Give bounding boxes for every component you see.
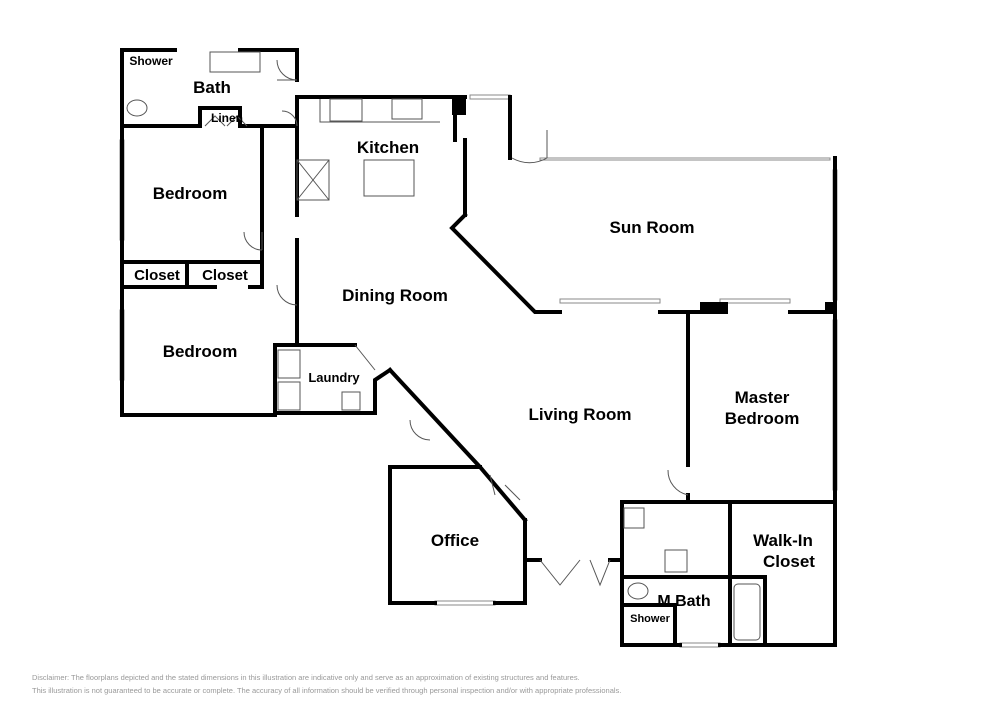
label-bedroom-2: Bedroom [163,342,238,361]
label-walkin-1: Walk-In [753,531,813,550]
label-m-shower: Shower [630,613,670,625]
label-linen: Linen [211,111,243,125]
label-shower: Shower [129,54,173,68]
label-laundry: Laundry [308,370,360,385]
room-labels: Shower Bath Linen Kitchen Bedroom Closet… [129,54,815,625]
label-office: Office [431,531,479,550]
label-dining-room: Dining Room [342,286,448,305]
label-sun-room: Sun Room [610,218,695,237]
label-walkin-2: Closet [763,552,815,571]
label-living-room: Living Room [529,405,632,424]
label-closet-1: Closet [134,267,180,284]
label-master-1: Master [735,388,790,407]
disclaimer-line-2: This illustration is not guaranteed to b… [32,686,622,695]
label-master-2: Bedroom [725,409,800,428]
disclaimer-line-1: Disclaimer: The floorplans depicted and … [32,673,580,682]
doors [204,59,689,587]
label-closet-2: Closet [202,267,248,284]
label-kitchen: Kitchen [357,138,419,157]
label-m-bath: M.Bath [657,593,710,610]
label-bath: Bath [193,78,231,97]
label-bedroom-1: Bedroom [153,184,228,203]
fixtures [126,51,761,641]
